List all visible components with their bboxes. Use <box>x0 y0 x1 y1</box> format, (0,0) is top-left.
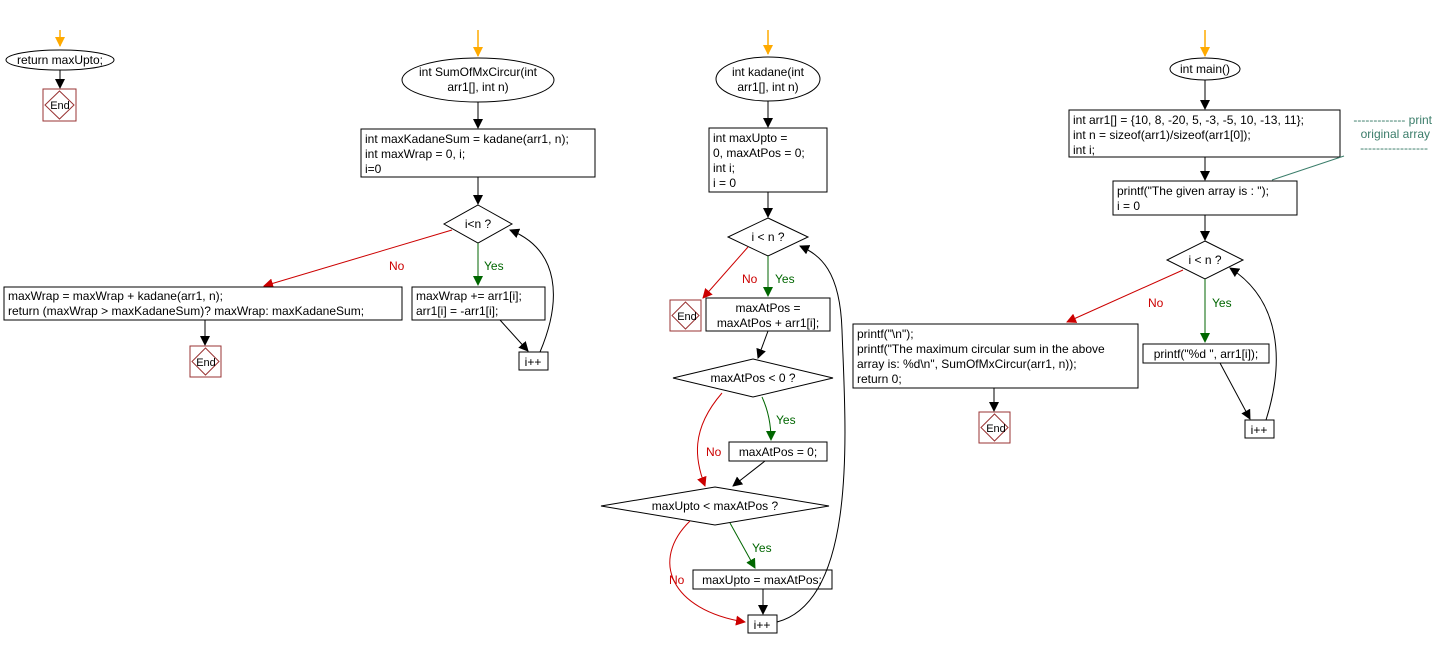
init-line: int arr1[] = {10, 8, -20, 5, -3, -5, 10,… <box>1073 113 1304 127</box>
max-check-text: maxUpto < maxAtPos ? <box>652 499 779 513</box>
end-node-diamond <box>191 347 220 376</box>
init-line: int i; <box>713 161 735 175</box>
reset-block <box>728 441 828 462</box>
no-arrow <box>1066 269 1184 323</box>
init-block <box>360 128 596 178</box>
yes-label: Yes <box>1212 296 1232 310</box>
init-line: int maxKadaneSum = kadane(arr1, n); <box>365 132 569 146</box>
loop-condition-text: i<n ? <box>465 217 492 231</box>
end-node <box>189 345 222 378</box>
end-node-diamond <box>980 413 1009 442</box>
negative-check-text: maxAtPos < 0 ? <box>710 371 795 385</box>
increment-text: i++ <box>1251 423 1268 437</box>
end-label: End <box>677 311 697 323</box>
yes-block-line: maxWrap += arr1[i]; <box>416 289 522 303</box>
yes-block <box>1142 343 1270 364</box>
no-block-line: return 0; <box>857 372 902 386</box>
function-start-line: arr1[], int n) <box>447 80 508 94</box>
comment-line: original array <box>1361 127 1430 141</box>
yes-arrow <box>761 396 776 441</box>
init-line: 0, maxAtPos = 0; <box>713 146 805 160</box>
no-label: No <box>706 445 722 459</box>
no-block-line: printf("The maximum circular sum in the … <box>857 342 1105 356</box>
comment-connector <box>1271 155 1345 181</box>
no-block-line: maxWrap = maxWrap + kadane(arr1, n); <box>8 289 223 303</box>
reset-text: maxAtPos = 0; <box>739 445 817 459</box>
function-start-line: int kadane(int <box>732 65 805 79</box>
no-block <box>3 286 403 321</box>
no-arrow <box>263 229 453 289</box>
end-node <box>42 88 77 122</box>
flow-arrow <box>756 330 769 359</box>
loop-back-arrow <box>776 245 846 623</box>
yes-label: Yes <box>776 413 796 427</box>
function-start-line: arr1[], int n) <box>737 80 798 94</box>
end-node <box>669 299 702 332</box>
no-arrow <box>696 392 723 487</box>
init-line: i = 0 <box>713 176 736 190</box>
end-label: End <box>986 423 1006 435</box>
init-line: int n = sizeof(arr1)/sizeof(arr1[0]); <box>1073 128 1251 142</box>
negative-check-condition <box>672 358 834 398</box>
print-header-block <box>1112 180 1298 216</box>
flow-main: int main() int arr1[] = {10, 8, -20, 5, … <box>852 30 1433 444</box>
yes-label: Yes <box>484 259 504 273</box>
function-start <box>715 56 821 102</box>
flow-arrow <box>732 460 766 487</box>
flow-arrow <box>499 319 529 352</box>
no-label: No <box>1148 296 1164 310</box>
no-arrow <box>702 246 749 299</box>
init-line: int i; <box>1073 143 1095 157</box>
init-line: i=0 <box>365 162 382 176</box>
yes-label: Yes <box>775 272 795 286</box>
flow-kadane: int kadane(int arr1[], int n) int maxUpt… <box>600 30 846 634</box>
no-block-line: printf("\n"); <box>857 327 914 341</box>
comment-line: ----------------- <box>1360 141 1428 155</box>
assign-text: maxUpto = maxAtPos; <box>702 573 822 587</box>
init-line: int maxWrap = 0, i; <box>365 147 465 161</box>
no-arrow <box>669 520 746 626</box>
no-block <box>852 323 1139 389</box>
loop-back-arrow <box>509 228 554 353</box>
end-label: End <box>196 357 216 369</box>
loop-condition-text: i < n ? <box>1188 253 1221 267</box>
no-label: No <box>389 259 405 273</box>
yes-block-line: arr1[i] = -arr1[i]; <box>416 304 498 318</box>
update-line: maxAtPos + arr1[i]; <box>717 316 819 330</box>
loop-condition-text: i < n ? <box>751 230 784 244</box>
comment-line: ------------- print <box>1353 113 1432 127</box>
increment-block <box>518 351 549 371</box>
no-label: No <box>742 272 758 286</box>
end-node-diamond <box>671 301 700 330</box>
function-start-line: int SumOfMxCircur(int <box>419 65 538 79</box>
end-node-diamond <box>44 90 75 120</box>
loop-back-arrow <box>1229 267 1277 421</box>
print-header-line: printf("The given array is : "); <box>1117 184 1269 198</box>
flow-return: return maxUpto; End <box>5 30 115 122</box>
yes-label: Yes <box>752 541 772 555</box>
no-block-line: array is: %d\n", SumOfMxCircur(arr1, n))… <box>857 357 1077 371</box>
init-block <box>708 127 828 193</box>
return-terminal-text: return maxUpto; <box>17 53 103 67</box>
yes-block <box>411 286 546 321</box>
increment-block <box>1244 419 1275 439</box>
update-line: maxAtPos = <box>735 301 800 315</box>
init-line: int maxUpto = <box>713 131 787 145</box>
flow-arrow <box>1219 362 1251 420</box>
function-start-text: int main() <box>1180 62 1230 76</box>
no-block-line: return (maxWrap > maxKadaneSum)? maxWrap… <box>8 304 364 318</box>
end-label: End <box>50 100 70 112</box>
no-label: No <box>669 573 685 587</box>
init-block <box>1068 109 1341 158</box>
increment-text: i++ <box>525 355 542 369</box>
flow-sumofmxcircur: int SumOfMxCircur(int arr1[], int n) int… <box>3 30 596 378</box>
yes-arrow <box>729 522 756 569</box>
yes-block-text: printf("%d ", arr1[i]); <box>1154 347 1259 361</box>
increment-text: i++ <box>754 618 771 632</box>
end-node <box>978 411 1011 444</box>
print-header-line: i = 0 <box>1117 199 1140 213</box>
max-check-condition <box>600 486 830 526</box>
increment-block <box>747 614 778 634</box>
